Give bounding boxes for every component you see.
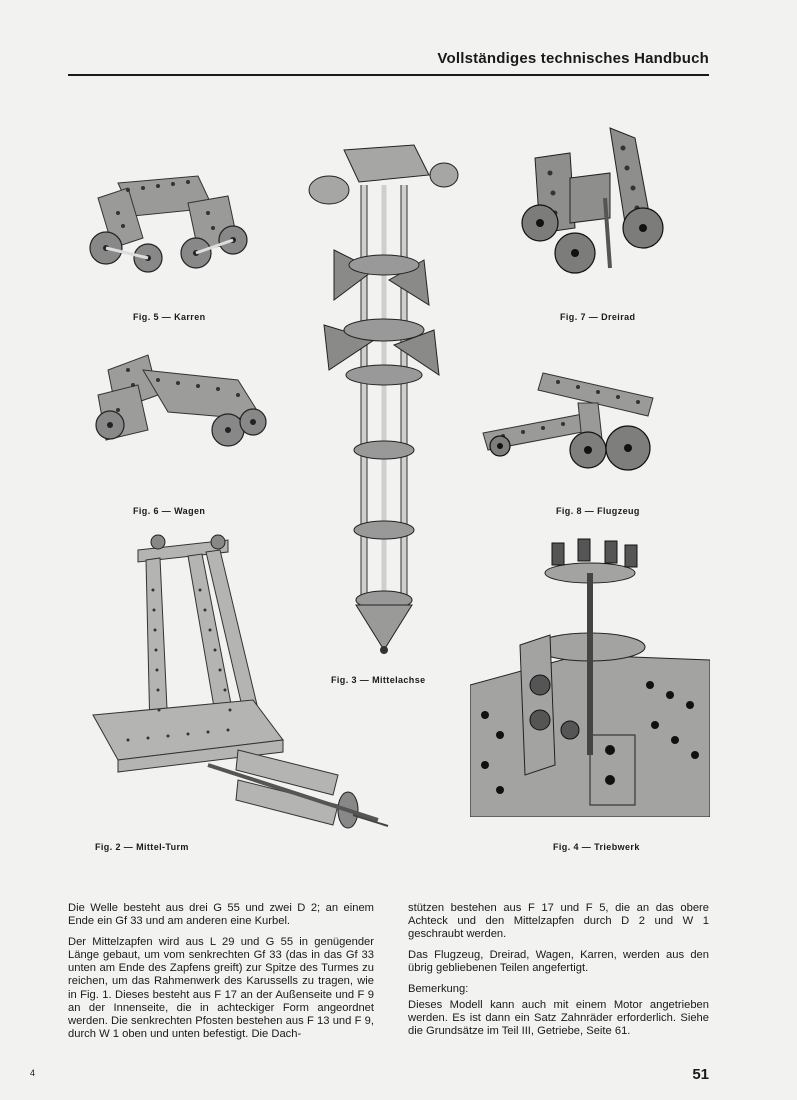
figure-caption: Fig. 3 — Mittelachse: [331, 675, 426, 685]
side-number: 4: [30, 1068, 36, 1078]
paragraph: stützen bestehen aus F 17 und F 5, die a…: [408, 902, 709, 941]
page-header: Vollständiges technisches Handbuch: [68, 50, 709, 76]
figure-karren-image: [88, 168, 248, 276]
figure-mittel-turm-image: [88, 530, 394, 850]
figure-caption: Fig. 8 — Flugzeug: [556, 506, 640, 516]
figure-mittelachse-image: [304, 130, 460, 660]
paragraph: Dieses Modell kann auch mit einem Motor …: [408, 998, 709, 1037]
text-column-left: Die Welle besteht aus drei G 55 und zwei…: [68, 902, 374, 1049]
figure-flugzeug-image: [478, 368, 658, 478]
figure-wagen-image: [88, 350, 270, 450]
paragraph: Der Mittelzapfen wird aus L 29 und G 55 …: [68, 936, 374, 1040]
remark-heading: Bemerkung:: [408, 983, 469, 996]
figure-caption: Fig. 5 — Karren: [133, 312, 206, 322]
header-title: Vollständiges technisches Handbuch: [437, 50, 709, 67]
text-column-right: stützen bestehen aus F 17 und F 5, die a…: [408, 902, 709, 1046]
paragraph: Die Welle besteht aus drei G 55 und zwei…: [68, 902, 374, 928]
figure-caption: Fig. 4 — Triebwerk: [553, 842, 640, 852]
paragraph: Das Flugzeug, Dreirad, Wagen, Karren, we…: [408, 949, 709, 975]
figure-caption: Fig. 6 — Wagen: [133, 506, 206, 516]
figure-caption: Fig. 7 — Dreirad: [560, 312, 636, 322]
figure-caption: Fig. 2 — Mittel-Turm: [95, 842, 189, 852]
figure-dreirad-image: [515, 118, 665, 286]
figure-triebwerk-image: [470, 535, 710, 817]
page-number: 51: [692, 1066, 709, 1083]
